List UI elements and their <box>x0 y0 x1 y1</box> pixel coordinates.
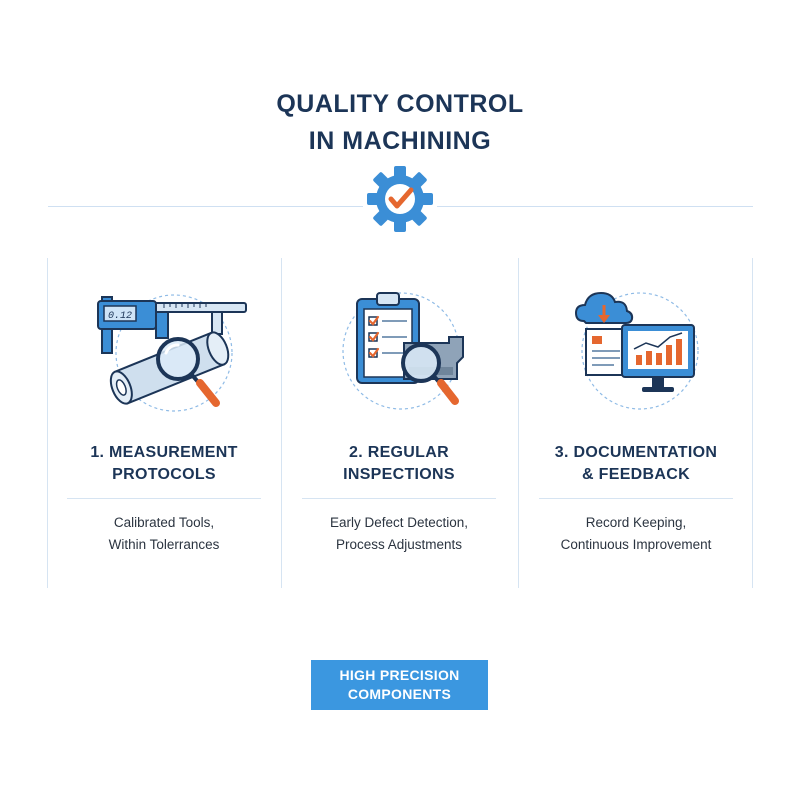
step-heading-line-1: 2. REGULAR <box>349 444 449 461</box>
step-description: Calibrated Tools, Within Tolerrances <box>47 512 281 556</box>
step-heading-line-2: PROTOCOLS <box>112 466 216 483</box>
step-card-documentation: 3. DOCUMENTATION & FEEDBACK Record Keepi… <box>519 258 753 588</box>
step-card-measurement: 0.12 1. MEASUREMENT PROTOCOLS Calibrated… <box>47 258 281 588</box>
column-divider <box>518 258 519 588</box>
step-heading: 3. DOCUMENTATION & FEEDBACK <box>519 442 753 486</box>
step-desc-line-1: Calibrated Tools, <box>113 515 215 530</box>
title-line-1: QUALITY CONTROL <box>276 90 524 118</box>
step-heading-line-2: & FEEDBACK <box>582 466 690 483</box>
cloud-monitor-icon <box>574 291 699 410</box>
step-desc-line-1: Record Keeping, <box>585 515 687 530</box>
column-divider <box>752 258 753 588</box>
gear-check-icon <box>363 162 437 236</box>
step-divider <box>67 498 261 499</box>
column-divider <box>281 258 282 588</box>
step-heading: 2. REGULAR INSPECTIONS <box>282 442 516 486</box>
badge-line-1: HIGH PRECISION <box>339 667 460 683</box>
step-divider <box>302 498 496 499</box>
badge-line-2: COMPONENTS <box>347 686 452 702</box>
step-description: Record Keeping, Continuous Improvement <box>519 512 753 556</box>
step-card-inspections: 2. REGULAR INSPECTIONS Early Defect Dete… <box>282 258 516 588</box>
title-line-2: IN MACHINING <box>308 127 492 155</box>
footer-badge: HIGH PRECISION COMPONENTS <box>311 660 488 710</box>
caliper-magnifier-icon: 0.12 <box>97 294 247 412</box>
step-desc-line-2: Process Adjustments <box>335 537 463 552</box>
step-divider <box>539 498 733 499</box>
step-heading-line-2: INSPECTIONS <box>343 466 455 483</box>
step-description: Early Defect Detection, Process Adjustme… <box>282 512 516 556</box>
step-desc-line-1: Early Defect Detection, <box>329 515 469 530</box>
clipboard-magnifier-icon <box>342 292 464 410</box>
step-heading: 1. MEASUREMENT PROTOCOLS <box>47 442 281 486</box>
column-divider <box>47 258 48 588</box>
step-heading-line-1: 1. MEASUREMENT <box>90 444 238 461</box>
page-title: QUALITY CONTROL IN MACHINING <box>0 86 800 160</box>
step-desc-line-2: Continuous Improvement <box>560 537 712 552</box>
step-heading-line-1: 3. DOCUMENTATION <box>554 444 718 461</box>
caliper-readout: 0.12 <box>108 311 132 322</box>
step-desc-line-2: Within Tolerrances <box>108 537 220 552</box>
